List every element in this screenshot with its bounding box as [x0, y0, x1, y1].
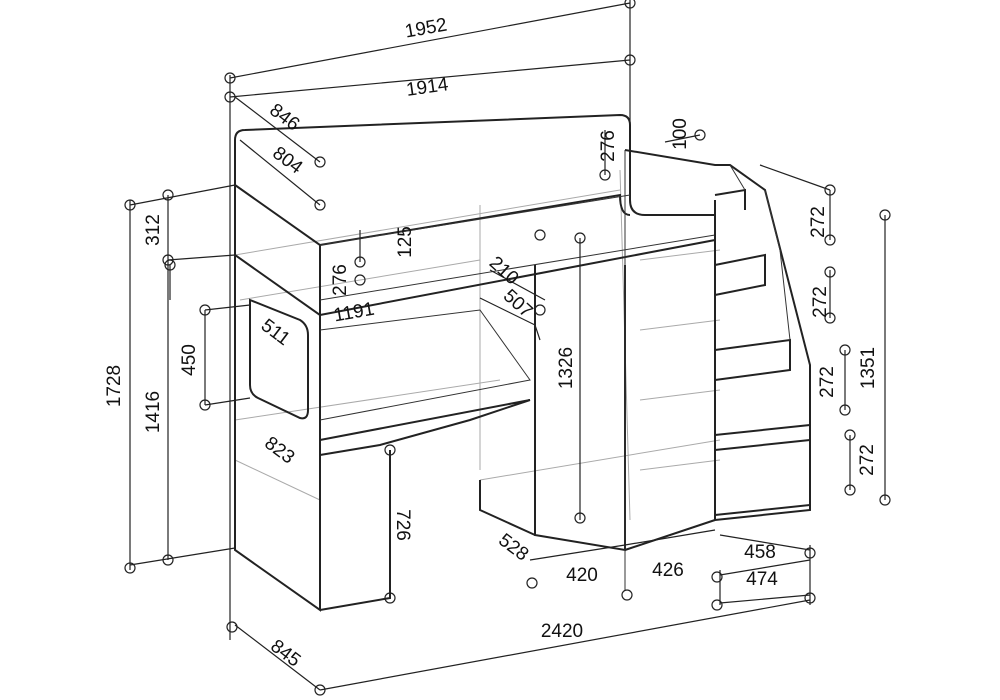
dim-rail-height-inner: 276: [330, 264, 351, 296]
dim-step-3: 272: [817, 366, 838, 398]
dim-desk-depth: 823: [260, 433, 298, 469]
dim-bed-base-height: 1416: [143, 391, 164, 433]
dim-step-1: 272: [808, 206, 829, 238]
dim-wardrobe-depth-a: 210: [485, 253, 523, 290]
dim-step-4: 272: [857, 444, 878, 476]
dim-bed-depth-outer: 846: [265, 100, 303, 136]
dim-wardrobe-depth-b: 507: [499, 286, 537, 323]
dim-stairs-width-outer: 474: [746, 569, 778, 590]
dim-rail-height-left: 312: [143, 214, 164, 246]
dim-window-height: 450: [179, 344, 200, 376]
dimension-lines: [124, 0, 891, 696]
dim-shelf-gap: 125: [395, 226, 416, 258]
dim-inner-top-length: 1914: [405, 74, 450, 101]
dim-rail-height-right: 276: [598, 130, 619, 162]
dim-step-2: 272: [810, 286, 831, 318]
dim-window-width: 511: [257, 315, 294, 350]
dim-bed-inner-length: 1191: [332, 299, 376, 327]
dim-overall-depth: 845: [266, 636, 304, 672]
dimension-circles: [124, 0, 891, 696]
dim-wardrobe-width: 420: [566, 565, 598, 586]
dim-stairs-width-inner: 458: [744, 542, 776, 563]
dim-wardrobe-base-depth: 528: [494, 530, 532, 566]
dim-shelf-width: 426: [652, 560, 684, 581]
dim-step-top: 100: [670, 118, 691, 150]
dim-stairs-height: 1351: [858, 347, 879, 389]
dim-overall-length: 2420: [541, 621, 583, 642]
dim-wardrobe-height: 1326: [556, 347, 577, 389]
dim-desk-height: 726: [392, 509, 413, 541]
dim-total-height: 1728: [104, 365, 125, 407]
